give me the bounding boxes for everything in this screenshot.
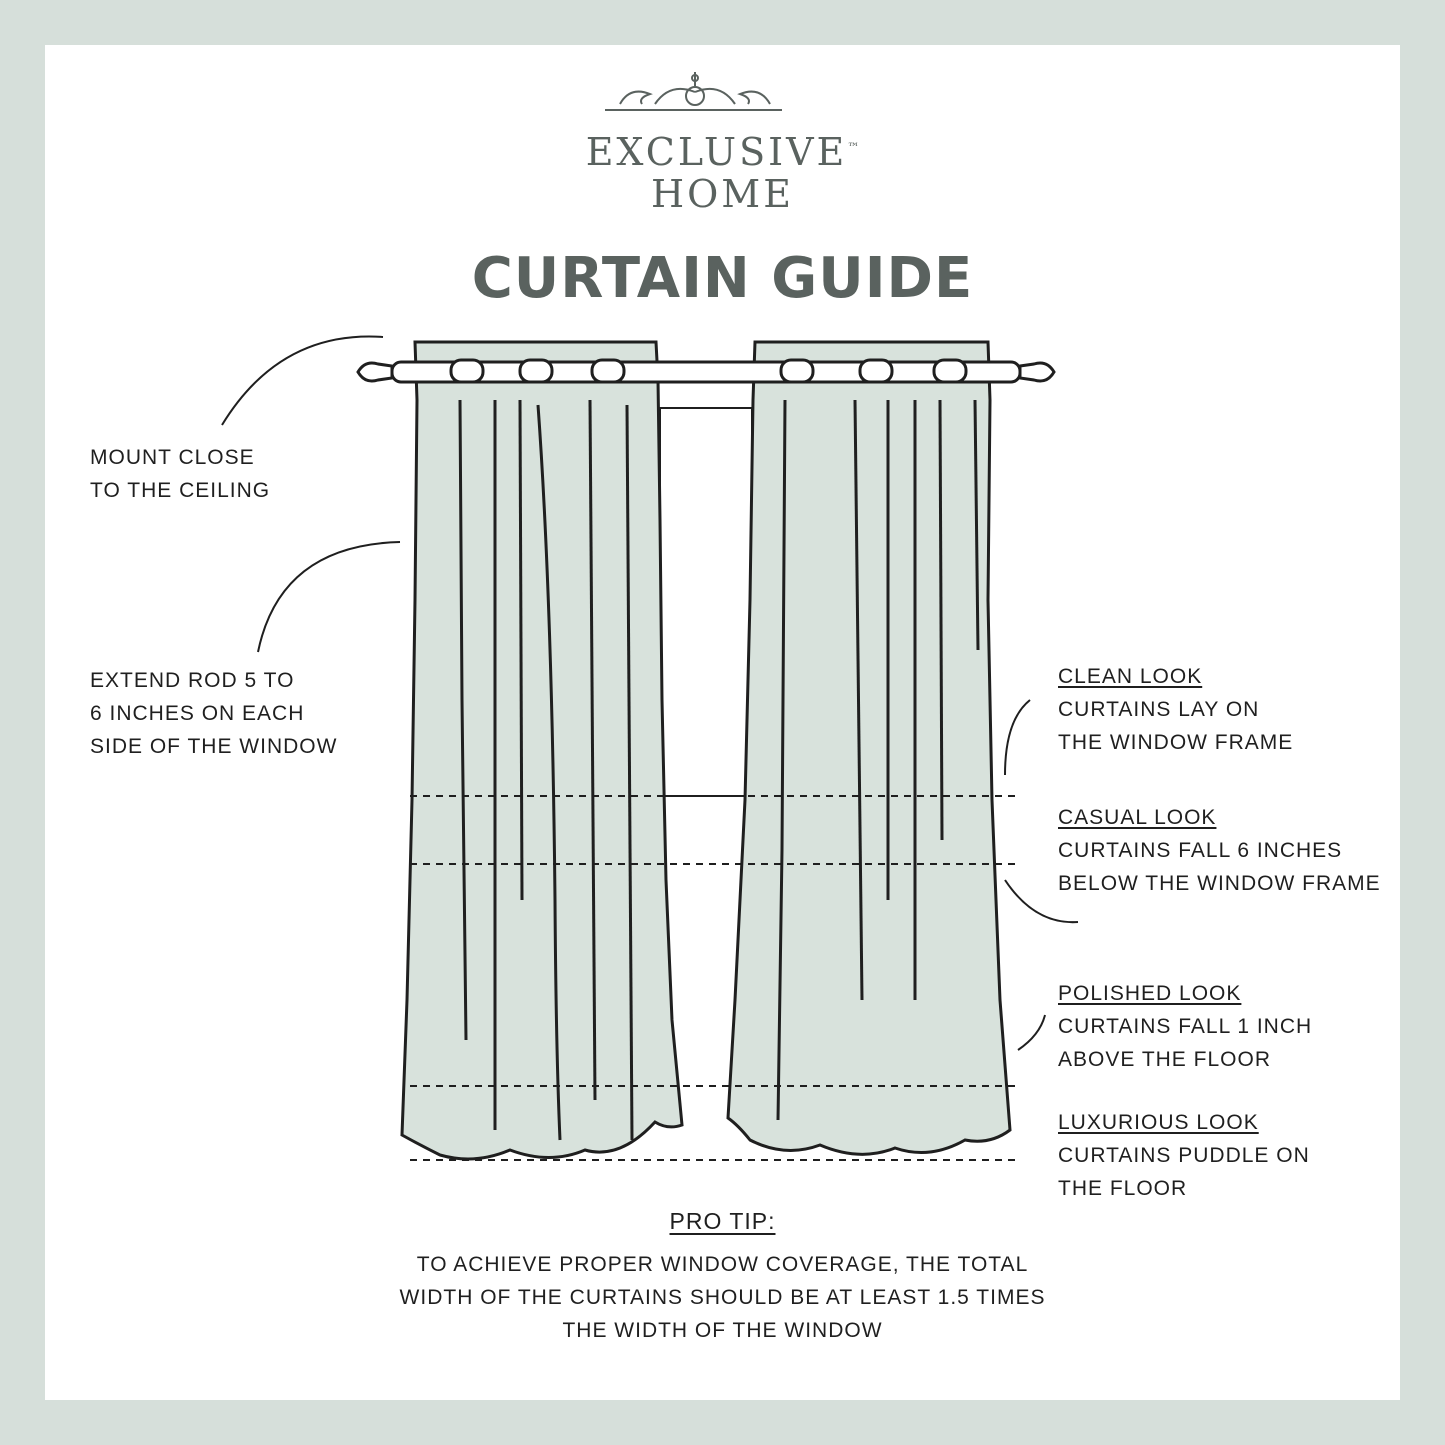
look-heading: CASUAL LOOK	[1058, 806, 1217, 829]
note-extend: EXTEND ROD 5 TO 6 INCHES ON EACH SIDE OF…	[90, 669, 338, 758]
look-casual: CASUAL LOOK CURTAINS FALL 6 INCHES BELOW…	[1058, 801, 1381, 900]
brand-subname: HOME	[651, 172, 794, 216]
fold-lines	[458, 399, 980, 1141]
grommets	[449, 358, 968, 384]
look-heading: POLISHED LOOK	[1058, 982, 1242, 1005]
pro-tip-heading: PRO TIP:	[669, 1208, 776, 1234]
look-polished: POLISHED LOOK CURTAINS FALL 1 INCH ABOVE…	[1058, 977, 1312, 1076]
look-clean: CLEAN LOOK CURTAINS LAY ON THE WINDOW FR…	[1058, 660, 1293, 759]
page-title: CURTAIN GUIDE	[471, 246, 974, 311]
look-heading: CLEAN LOOK	[1058, 665, 1203, 688]
look-heading: LUXURIOUS LOOK	[1058, 1111, 1259, 1134]
ornament-icon	[605, 72, 782, 111]
pro-tip-text: TO ACHIEVE PROPER WINDOW COVERAGE, THE T…	[399, 1253, 1046, 1342]
window-pane	[659, 407, 753, 797]
brand-name: EXCLUSIVE™	[585, 130, 860, 174]
note-mount: MOUNT CLOSE TO THE CEILING	[90, 446, 271, 502]
left-curtain	[400, 340, 684, 1161]
right-curtain	[726, 340, 1012, 1156]
length-guides	[410, 795, 1018, 1161]
look-luxurious: LUXURIOUS LOOK CURTAINS PUDDLE ON THE FL…	[1058, 1106, 1310, 1205]
leader-lines	[221, 335, 1079, 1051]
